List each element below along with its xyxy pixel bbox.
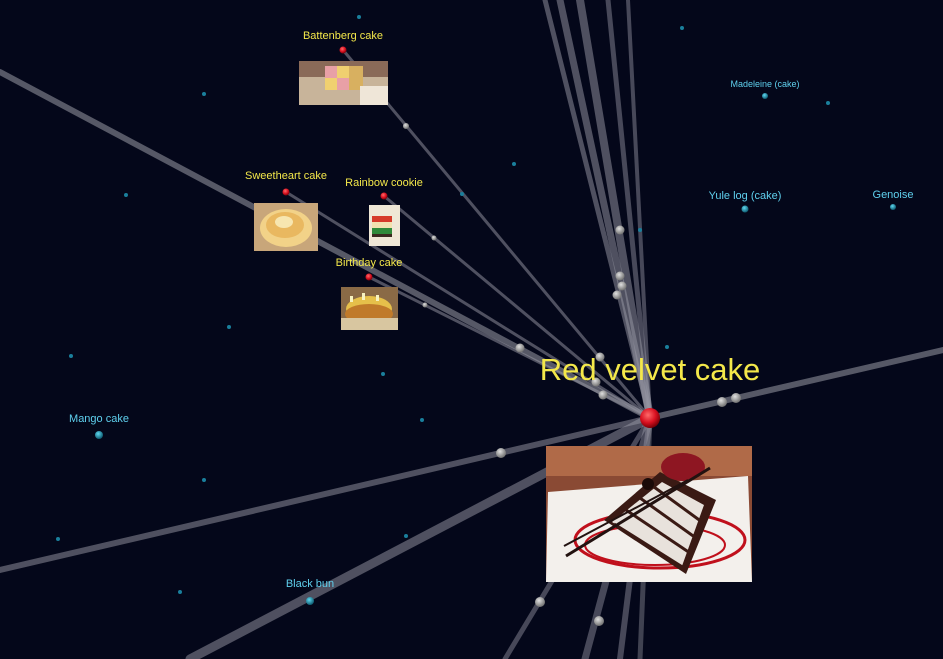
thumbnail-battenberg[interactable] [299,61,388,105]
graph-node [460,192,464,196]
edge [576,0,654,422]
graph-node [890,204,896,210]
graph-node [357,15,361,19]
node-label: Madeleine (cake) [730,79,800,89]
node-label: Genoise [872,189,914,201]
edge [647,347,943,421]
node-label: Mango cake [69,413,129,425]
graph-node [56,537,60,541]
edge [367,275,652,420]
graph-node [282,188,290,196]
thumbnail-red-velvet[interactable] [546,446,752,582]
graph-node [202,92,206,96]
graph-node [339,46,347,54]
labelled-nodes[interactable] [95,93,896,605]
graph-node [826,101,830,105]
edge [382,194,652,420]
graph-node [512,162,516,166]
graph-node [69,354,73,358]
graph-node [420,418,424,422]
edge [626,0,652,420]
edge [0,415,653,573]
linked-nodes[interactable] [282,46,388,281]
focus-node[interactable] [640,408,660,428]
linked-node-label: Rainbow cookie [345,177,423,189]
graph-node [680,26,684,30]
graph-node [365,273,373,281]
focus-node-label: Red velvet cake [539,352,761,387]
linked-node-label: Sweetheart cake [245,170,327,182]
edge [0,69,653,421]
graph-node [665,345,669,349]
graph-node [124,193,128,197]
linked-node-label: Battenberg cake [302,30,384,42]
graph-node [741,205,749,213]
graph-node [227,325,231,329]
graph-node [762,93,768,99]
edge [605,0,653,421]
edge [284,190,652,420]
thumbnail-birthday-cake[interactable] [341,287,398,330]
graph-node [95,431,103,439]
graph-node [306,597,314,605]
thumbnail-sweetheart[interactable] [254,203,318,251]
linked-node-label: Birthday cake [335,257,403,269]
node-label: Black bun [285,578,335,590]
graph-node [380,192,388,200]
thumbnail-rainbow-cookie[interactable] [369,205,400,246]
node-label: Yule log (cake) [708,190,782,202]
graph-node [202,478,206,482]
graph-node [404,534,408,538]
background-nodes[interactable] [56,15,830,594]
graph-node [178,590,182,594]
graph-node [381,372,385,376]
graph-node [638,228,642,232]
